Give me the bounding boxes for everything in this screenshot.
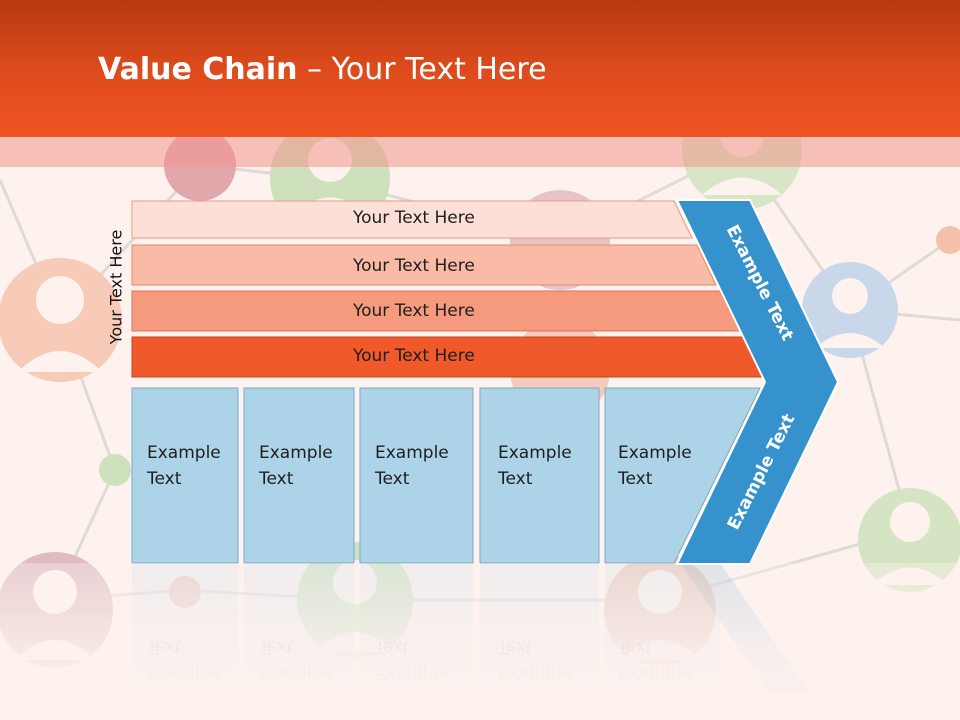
bar-4-label: Your Text Here [353,346,475,366]
cell-4-label: Example Text [498,443,572,489]
person-icon [936,226,960,254]
bar-3-label: Your Text Here [353,301,475,321]
cell-3-label: Example Text [375,443,449,489]
slide-title: Value Chain – Your Text Here [98,52,547,87]
reflection-fade [0,563,960,720]
person-icon [0,258,122,382]
person-icon [99,454,131,486]
title-bold: Value Chain [98,52,298,87]
person-icon [802,262,898,358]
cell-2-label: Example Text [259,443,333,489]
side-label: Your Text Here [106,229,126,345]
header-band [0,137,960,167]
cell-3 [359,387,474,564]
cell-2 [243,387,355,564]
header-bar [0,0,960,137]
cell-1-label: Example Text [147,443,221,489]
bar-2-label: Your Text Here [353,256,475,276]
cell-5-label: Example Text [618,443,692,489]
bar-1-label: Your Text Here [353,208,475,228]
cell-4 [479,387,600,564]
bar-1 [131,200,693,239]
bar-2 [131,244,717,286]
cell-1 [131,387,239,564]
title-rest: – Your Text Here [297,52,547,87]
